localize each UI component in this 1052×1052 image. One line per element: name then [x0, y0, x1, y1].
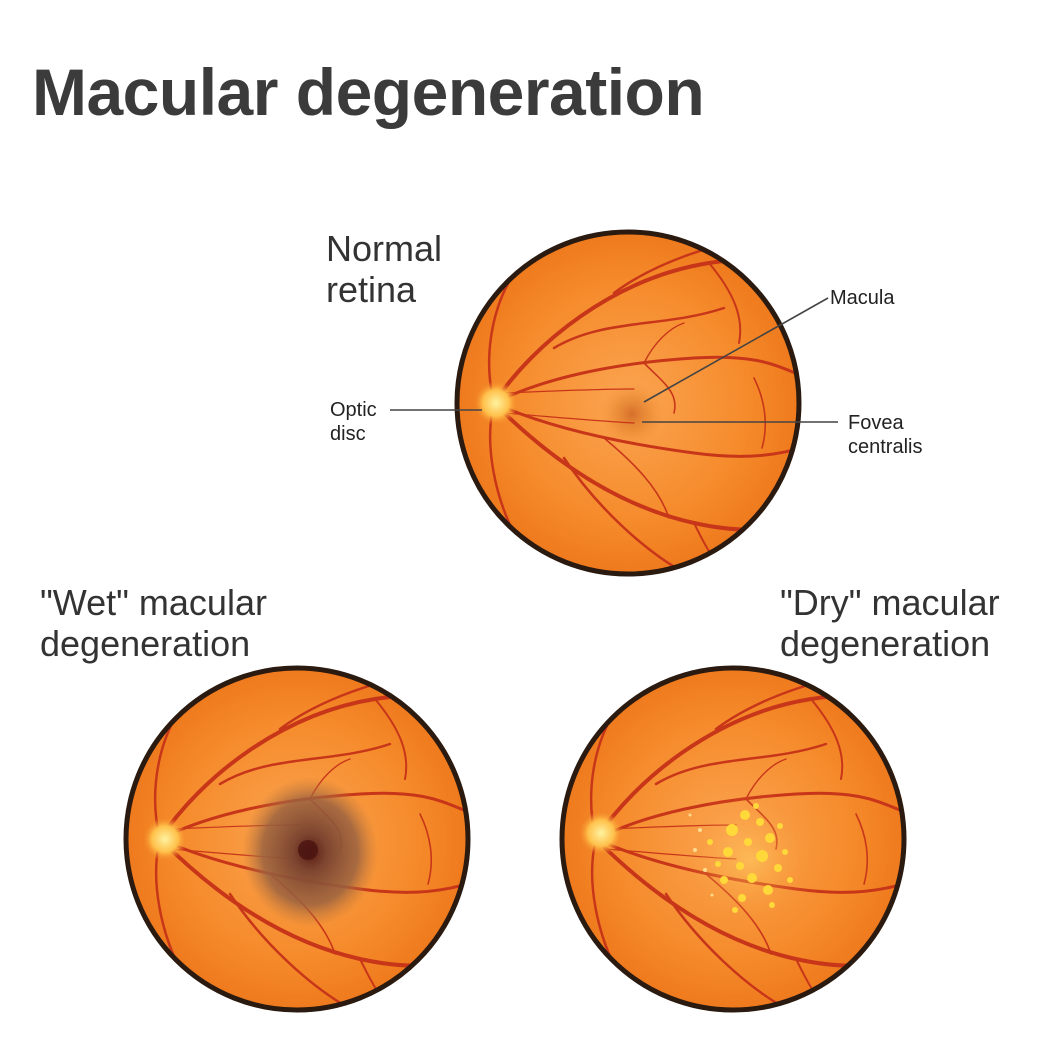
dry-heading-line-2: degeneration — [780, 623, 991, 664]
wet-heading-line-1: "Wet" macular — [40, 582, 267, 623]
drusen-deposits — [707, 803, 793, 913]
fovea-centralis-label: Fovea centralis — [848, 411, 922, 459]
optic-disc-label-line-2: disc — [330, 423, 366, 445]
optic-disc-label: Optic disc — [330, 398, 377, 446]
macula-pointer — [643, 297, 829, 403]
page-title: Macular degeneration — [32, 55, 705, 129]
callout-lines — [390, 297, 838, 423]
normal-retina-heading: Normal retina — [326, 228, 442, 310]
optic-disc-label-line-1: Optic — [330, 399, 377, 421]
wet-retina-illustration — [123, 665, 471, 1013]
dry-retina-illustration — [559, 665, 907, 1013]
wet-heading-line-2: degeneration — [40, 623, 251, 664]
dry-heading-line-1: "Dry" macular — [780, 582, 1000, 623]
macula-label-text: Macula — [830, 287, 895, 309]
fovea-label-line-1: Fovea — [848, 412, 904, 434]
dry-degeneration-heading: "Dry" macular degeneration — [780, 582, 1000, 664]
macula-spot — [600, 382, 664, 446]
optic-disc-highlight — [474, 381, 518, 425]
fovea-label-line-2: centralis — [848, 436, 923, 458]
wet-degeneration-heading: "Wet" macular degeneration — [40, 582, 267, 664]
normal-retina-heading-line-1: Normal — [326, 228, 443, 269]
macula-label: Macula — [830, 286, 894, 310]
normal-retina-heading-line-2: retina — [326, 269, 417, 310]
normal-retina-illustration — [454, 229, 802, 577]
